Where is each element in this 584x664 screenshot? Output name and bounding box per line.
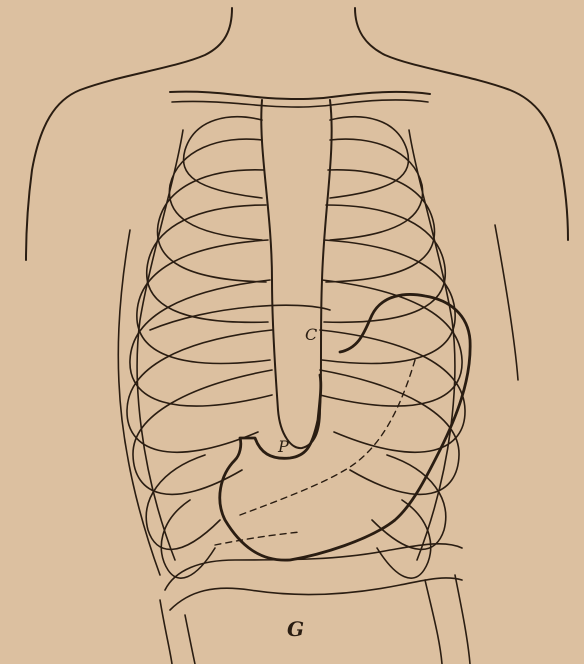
label-p: P bbox=[277, 437, 289, 456]
label-g: G bbox=[287, 617, 304, 641]
label-c: C bbox=[305, 325, 317, 344]
